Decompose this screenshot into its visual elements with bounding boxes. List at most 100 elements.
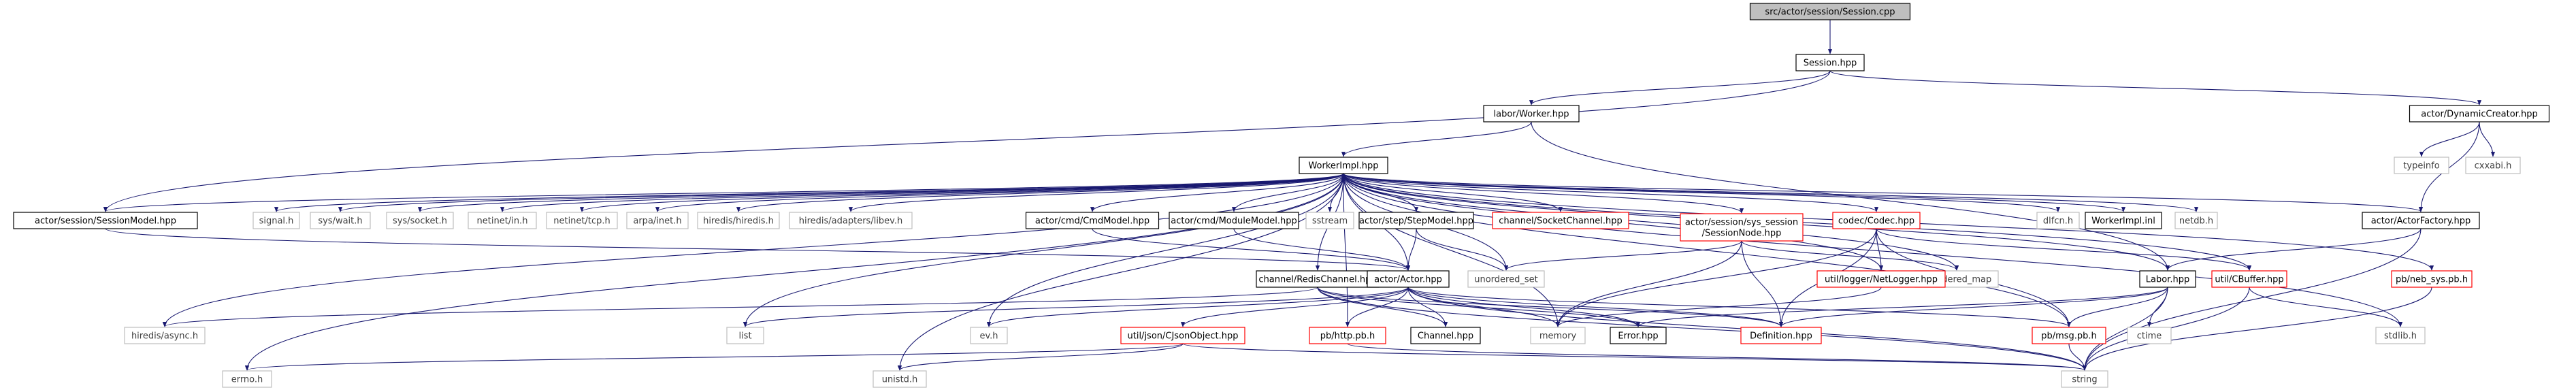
node-stdlib[interactable]: stdlib.h [2375, 327, 2426, 344]
node-string[interactable]: string [2061, 370, 2108, 388]
node-label: labor/Worker.hpp [1494, 110, 1569, 120]
node-box [252, 212, 300, 229]
node-label: unistd.h [882, 375, 918, 385]
node-box [2032, 327, 2106, 344]
node-arpa-inet[interactable]: arpa/inet.h [626, 212, 689, 229]
node-label: Labor.hpp [2146, 275, 2189, 285]
node-list[interactable]: list [726, 327, 764, 344]
node-box [2362, 212, 2480, 229]
node-netdb[interactable]: netdb.h [2174, 212, 2218, 229]
edge-worker_impl-to-sys_socket [418, 173, 1344, 212]
node-typeinfo[interactable]: typeinfo [2394, 157, 2449, 174]
node-hiredis-libev[interactable]: hiredis/adapters/libev.h [789, 212, 913, 229]
node-net-logger[interactable]: util/logger/NetLogger.hpp [1816, 270, 1946, 288]
edge-dynamic_creator-to-cxxabi [2479, 121, 2496, 157]
node-label: util/json/CJsonObject.hpp [1128, 331, 1239, 342]
node-ev[interactable]: ev.h [970, 327, 1008, 344]
node-netinet-in[interactable]: netinet/in.h [468, 212, 537, 229]
node-box [1740, 327, 1822, 344]
edge-labor-to-ctime [2147, 287, 2168, 327]
edge-worker_impl-to-module_model [1231, 173, 1344, 212]
edge-worker_impl-to-hiredis_async [163, 173, 1344, 327]
node-signal[interactable]: signal.h [252, 212, 300, 229]
node-codec[interactable]: codec/Codec.hpp [1832, 212, 1921, 229]
node-actor[interactable]: actor/Actor.hpp [1367, 270, 1450, 288]
node-label: actor/ActorFactory.hpp [2371, 216, 2471, 227]
node-session-hpp[interactable]: Session.hpp [1795, 54, 1865, 71]
edge-worker_impl-to-memory [1343, 173, 1561, 327]
node-box [2061, 370, 2108, 388]
edge-redis_channel-to-error [1317, 287, 1640, 327]
node-box [468, 212, 537, 229]
node-labor-worker[interactable]: labor/Worker.hpp [1483, 105, 1580, 122]
edge-cjson-to-unistd [898, 343, 1184, 371]
node-box [13, 212, 198, 229]
node-neb-sys[interactable]: pb/neb_sys.pb.h [2391, 270, 2473, 288]
edge-labor_worker-to-labor [1531, 121, 2170, 271]
node-error[interactable]: Error.hpp [1610, 327, 1667, 344]
edge-session_model-to-actor [105, 228, 1410, 271]
node-channel[interactable]: Channel.hpp [1410, 327, 1481, 344]
node-label: actor/cmd/ModuleModel.hpp [1171, 216, 1297, 227]
edge-dynamic_creator-to-actor_factory [2418, 121, 2480, 212]
node-box [2409, 105, 2550, 122]
node-hiredis[interactable]: hiredis/hiredis.h [697, 212, 780, 229]
node-cjson[interactable]: util/json/CJsonObject.hpp [1120, 327, 1245, 344]
node-step-model[interactable]: actor/step/StepModel.hpp [1358, 212, 1474, 229]
node-pb-msg[interactable]: pb/msg.pb.h [2032, 327, 2106, 344]
node-definition[interactable]: Definition.hpp [1740, 327, 1822, 344]
node-module-model[interactable]: actor/cmd/ModuleModel.hpp [1169, 212, 1299, 229]
node-pb-http[interactable]: pb/http.pb.h [1309, 327, 1386, 344]
node-label: ev.h [979, 331, 998, 342]
node-label: netinet/tcp.h [553, 216, 610, 227]
node-box [1749, 3, 1911, 20]
node-box [1795, 54, 1865, 71]
node-unistd[interactable]: unistd.h [873, 370, 927, 388]
edge-pb_http-to-string [1347, 343, 2087, 371]
node-socket-channel[interactable]: channel/SocketChannel.hpp [1492, 212, 1629, 229]
node-worker-impl-inl[interactable]: WorkerImpl.inl [2085, 212, 2162, 229]
node-cbuffer[interactable]: util/CBuffer.hpp [2211, 270, 2287, 288]
node-box [1410, 327, 1481, 344]
node-box [1680, 213, 1804, 242]
node-cmd-model[interactable]: actor/cmd/CmdModel.hpp [1025, 212, 1160, 229]
node-box [1309, 327, 1386, 344]
node-box [697, 212, 780, 229]
node-label: errno.h [231, 375, 263, 385]
edge-session_node-to-memory [1555, 240, 1742, 327]
node-label: Session.hpp [1804, 59, 1857, 69]
node-session-node[interactable]: actor/session/sys_session/SessionNode.hp… [1680, 213, 1804, 242]
node-cxxabi[interactable]: cxxabi.h [2465, 157, 2521, 174]
node-labor[interactable]: Labor.hpp [2139, 270, 2196, 288]
node-redis-channel[interactable]: channel/RedisChannel.hpp [1256, 270, 1380, 288]
node-label: actor/cmd/CmdModel.hpp [1035, 216, 1150, 227]
node-errno[interactable]: errno.h [222, 370, 272, 388]
node-box [2394, 157, 2449, 174]
node-sys-wait[interactable]: sys/wait.h [310, 212, 371, 229]
node-session-model[interactable]: actor/session/SessionModel.hpp [13, 212, 198, 229]
node-dynamic-creator[interactable]: actor/DynamicCreator.hpp [2409, 105, 2550, 122]
dependency-edges [103, 19, 2496, 371]
edge-worker_impl-to-dlfcn [1343, 173, 2060, 212]
node-hiredis-async[interactable]: hiredis/async.h [124, 327, 206, 344]
node-box [2391, 270, 2473, 288]
node-label: hiredis/async.h [131, 331, 198, 342]
node-label: memory [1539, 331, 1577, 342]
node-dlfcn[interactable]: dlfcn.h [2036, 212, 2080, 229]
node-box [2085, 212, 2162, 229]
node-label: actor/session/SessionModel.hpp [35, 216, 176, 227]
node-unordered-set[interactable]: unordered_set [1467, 270, 1545, 288]
node-box [2174, 212, 2218, 229]
node-sstream[interactable]: sstream [1305, 212, 1354, 229]
node-memory[interactable]: memory [1530, 327, 1586, 344]
node-root[interactable]: src/actor/session/Session.cpp [1749, 3, 1911, 20]
node-sys-socket[interactable]: sys/socket.h [386, 212, 454, 229]
node-netinet-tcp[interactable]: netinet/tcp.h [546, 212, 618, 229]
node-box [2139, 270, 2196, 288]
node-worker-impl[interactable]: WorkerImpl.hpp [1299, 157, 1388, 174]
node-box [1483, 105, 1580, 122]
edge-worker_impl-to-signal [274, 173, 1344, 212]
node-ctime[interactable]: ctime [2127, 327, 2172, 344]
node-label: sstream [1312, 216, 1348, 227]
node-actor-factory[interactable]: actor/ActorFactory.hpp [2362, 212, 2480, 229]
